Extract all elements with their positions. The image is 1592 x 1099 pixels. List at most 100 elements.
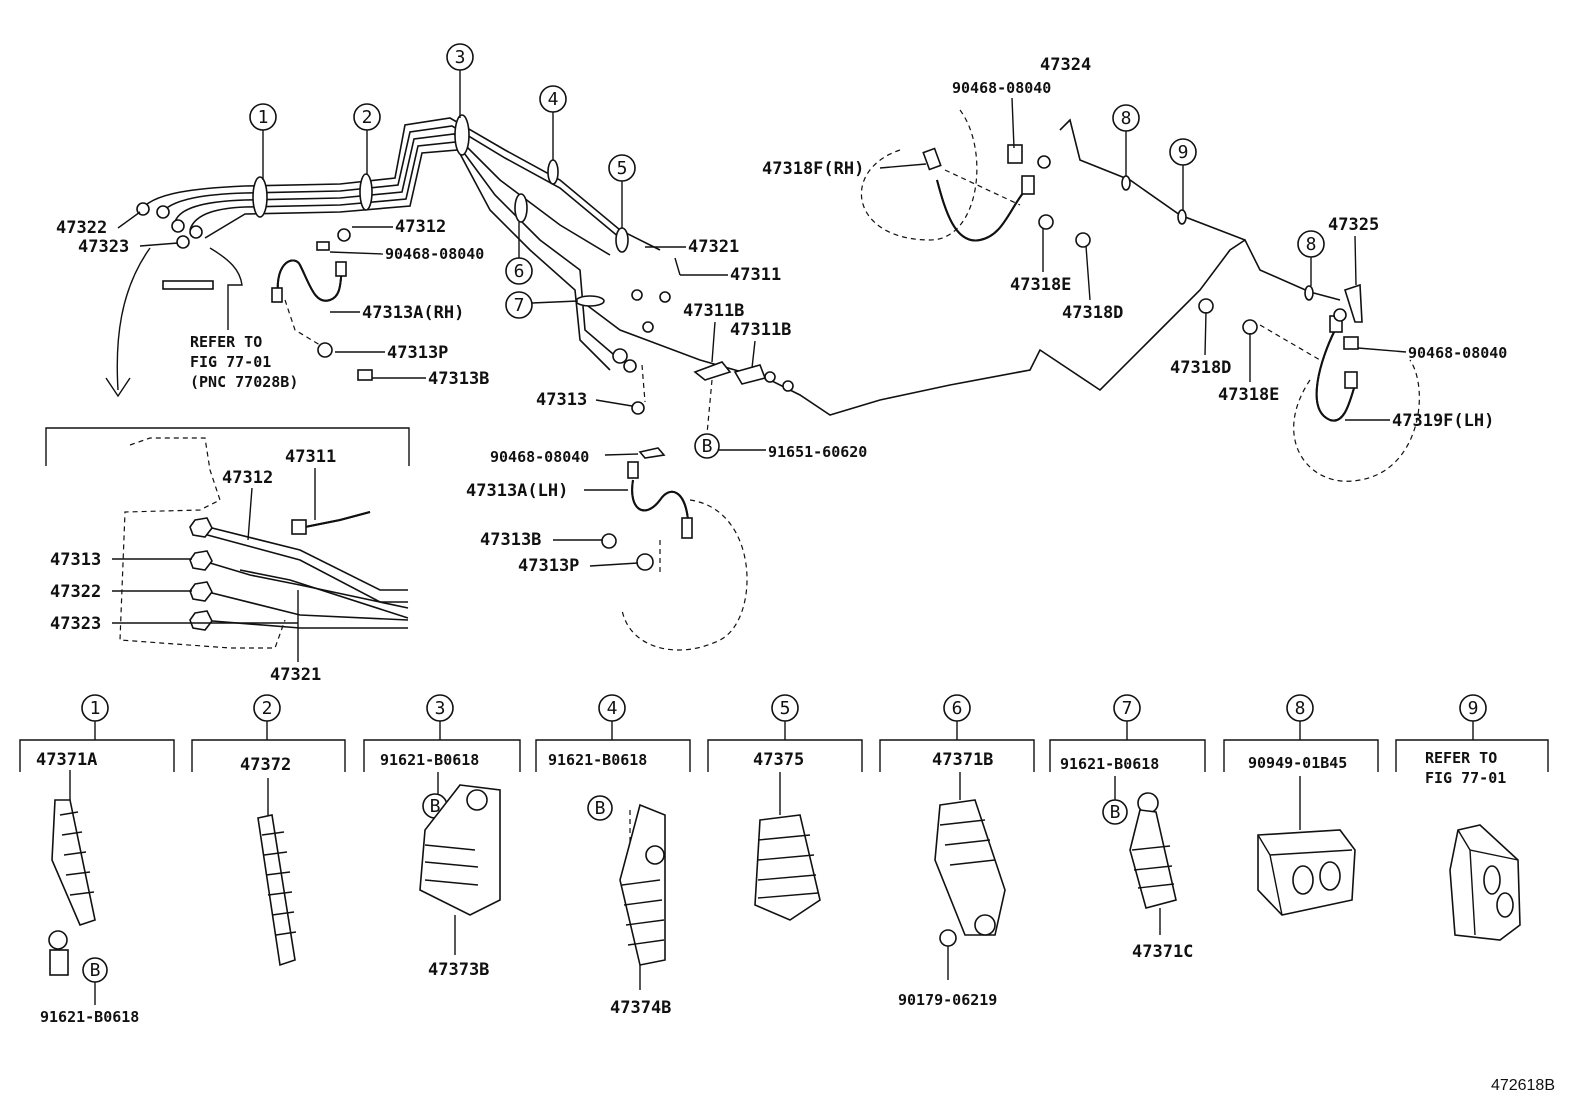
clamp-5-part: 47375 bbox=[753, 750, 804, 770]
svg-text:6: 6 bbox=[952, 698, 963, 719]
svg-text:B: B bbox=[595, 798, 606, 819]
callouts-top: 1 2 3 4 5 6 7 8 9 8 bbox=[249, 43, 1325, 319]
clamp-7: 7 91621-B0618 B 47371C bbox=[1049, 694, 1206, 962]
clamp-4: 4 91621-B0618 B 47374B bbox=[535, 694, 691, 1018]
label-47313p-2: 47313P bbox=[518, 556, 579, 576]
detail-inset: 47311 47312 47313 47322 47323 47321 bbox=[45, 427, 410, 685]
clamp-4-sub: 47374B bbox=[610, 998, 671, 1018]
svg-text:2: 2 bbox=[362, 107, 373, 128]
svg-text:9: 9 bbox=[1468, 698, 1479, 719]
clamp-7-sub: 47371C bbox=[1132, 942, 1193, 962]
front-rh-hose bbox=[271, 259, 347, 346]
label-47318d-2: 47318D bbox=[1170, 358, 1231, 378]
clamp-2-part: 47372 bbox=[240, 755, 291, 775]
svg-text:5: 5 bbox=[780, 698, 791, 719]
svg-text:8: 8 bbox=[1306, 234, 1317, 255]
assembly-clamp-markers bbox=[252, 114, 1314, 307]
clamp-7-part: 91621-B0618 bbox=[1060, 755, 1159, 773]
callout-4: 4 bbox=[539, 85, 567, 160]
clamp-6-part: 47371B bbox=[932, 750, 993, 770]
detail-label-47312: 47312 bbox=[222, 468, 273, 488]
label-47311: 47311 bbox=[730, 265, 781, 285]
svg-text:B: B bbox=[1110, 802, 1121, 823]
label-47319f-lh: 47319F(LH) bbox=[1392, 411, 1494, 431]
b-marker-1: B bbox=[82, 957, 108, 983]
label-90468-08040-b: 90468-08040 bbox=[490, 448, 589, 466]
front-lh-hose bbox=[621, 461, 748, 651]
label-47324: 47324 bbox=[1040, 55, 1091, 75]
fittings bbox=[136, 144, 1363, 571]
callout-1: 1 bbox=[249, 103, 277, 180]
label-47313b: 47313B bbox=[428, 369, 489, 389]
svg-text:4: 4 bbox=[607, 698, 618, 719]
label-47318d: 47318D bbox=[1062, 303, 1123, 323]
label-47313b-2: 47313B bbox=[480, 530, 541, 550]
svg-text:2: 2 bbox=[262, 698, 273, 719]
svg-text:4: 4 bbox=[548, 89, 559, 110]
callout-8a: 8 bbox=[1112, 104, 1140, 176]
label-47322: 47322 bbox=[56, 218, 107, 238]
clamp-4-part: 91621-B0618 bbox=[548, 751, 647, 769]
clamp-2: 2 47372 bbox=[191, 694, 346, 967]
callout-2: 2 bbox=[353, 103, 381, 175]
label-refer-fig: FIG 77-01 bbox=[190, 353, 271, 371]
b-marker-7: B bbox=[1102, 799, 1128, 825]
label-47313p: 47313P bbox=[387, 343, 448, 363]
b-marker-main: B bbox=[694, 379, 720, 459]
label-47318f-rh: 47318F(RH) bbox=[762, 159, 864, 179]
callout-7: 7 bbox=[505, 291, 579, 319]
label-refer-to: REFER TO bbox=[190, 333, 262, 351]
label-90468-08040-d: 90468-08040 bbox=[1408, 344, 1507, 362]
svg-text:5: 5 bbox=[617, 158, 628, 179]
clamp-8: 8 90949-01B45 bbox=[1223, 694, 1379, 916]
label-47313a-rh: 47313A(RH) bbox=[362, 303, 464, 323]
callout-3: 3 bbox=[446, 43, 474, 118]
label-47325: 47325 bbox=[1328, 215, 1379, 235]
label-47318e: 47318E bbox=[1010, 275, 1071, 295]
callout-9: 9 bbox=[1169, 138, 1197, 210]
svg-text:B: B bbox=[430, 796, 441, 817]
svg-text:9: 9 bbox=[1178, 142, 1189, 163]
detail-label-47313: 47313 bbox=[50, 550, 101, 570]
detail-arrow bbox=[116, 247, 151, 391]
clamp-1-sub: 91621-B0618 bbox=[40, 1008, 139, 1026]
clamp-detail-row: 1 47371A B 91621-B0618 2 47372 bbox=[19, 694, 1549, 1026]
callout-8b: 8 bbox=[1297, 230, 1325, 286]
clamp-9-part: REFER TO bbox=[1425, 749, 1497, 767]
label-47323: 47323 bbox=[78, 237, 129, 257]
clamp-9: 9 REFER TO FIG 77-01 bbox=[1395, 694, 1549, 941]
rear-lh-hose bbox=[1259, 315, 1420, 482]
clamp-9-sub: FIG 77-01 bbox=[1425, 769, 1506, 787]
svg-text:7: 7 bbox=[514, 295, 525, 316]
rear-rh-hose bbox=[861, 109, 1035, 242]
clamp-3-sub: 47373B bbox=[428, 960, 489, 980]
clamp-3-part: 91621-B0618 bbox=[380, 751, 479, 769]
label-refer-pnc: (PNC 77028B) bbox=[190, 373, 298, 391]
svg-text:3: 3 bbox=[435, 698, 446, 719]
callout-5: 5 bbox=[608, 154, 636, 228]
detail-label-47323: 47323 bbox=[50, 614, 101, 634]
label-91651-60620: 91651-60620 bbox=[768, 443, 867, 461]
svg-text:3: 3 bbox=[455, 47, 466, 68]
svg-text:1: 1 bbox=[90, 698, 101, 719]
detail-arrowhead bbox=[105, 377, 131, 398]
label-47311b-2: 47311B bbox=[730, 320, 791, 340]
callout-6: 6 bbox=[505, 222, 533, 285]
clamp-1: 1 47371A B 91621-B0618 bbox=[19, 694, 175, 1026]
refer-part bbox=[162, 280, 214, 290]
figure-id: 472618B bbox=[1491, 1077, 1555, 1094]
svg-text:B: B bbox=[702, 436, 713, 457]
detail-label-47311: 47311 bbox=[285, 447, 336, 467]
label-47311b-1: 47311B bbox=[683, 301, 744, 321]
svg-text:7: 7 bbox=[1122, 698, 1133, 719]
svg-text:1: 1 bbox=[258, 107, 269, 128]
svg-text:8: 8 bbox=[1121, 108, 1132, 129]
b-marker-4: B bbox=[587, 795, 613, 821]
label-47313: 47313 bbox=[536, 390, 587, 410]
label-90468-08040-a: 90468-08040 bbox=[385, 245, 484, 263]
clamp-3: 3 91621-B0618 B 47373B bbox=[363, 694, 521, 980]
label-47318e-2: 47318E bbox=[1218, 385, 1279, 405]
label-47321: 47321 bbox=[688, 237, 739, 257]
clamp-8-part: 90949-01B45 bbox=[1248, 754, 1347, 772]
